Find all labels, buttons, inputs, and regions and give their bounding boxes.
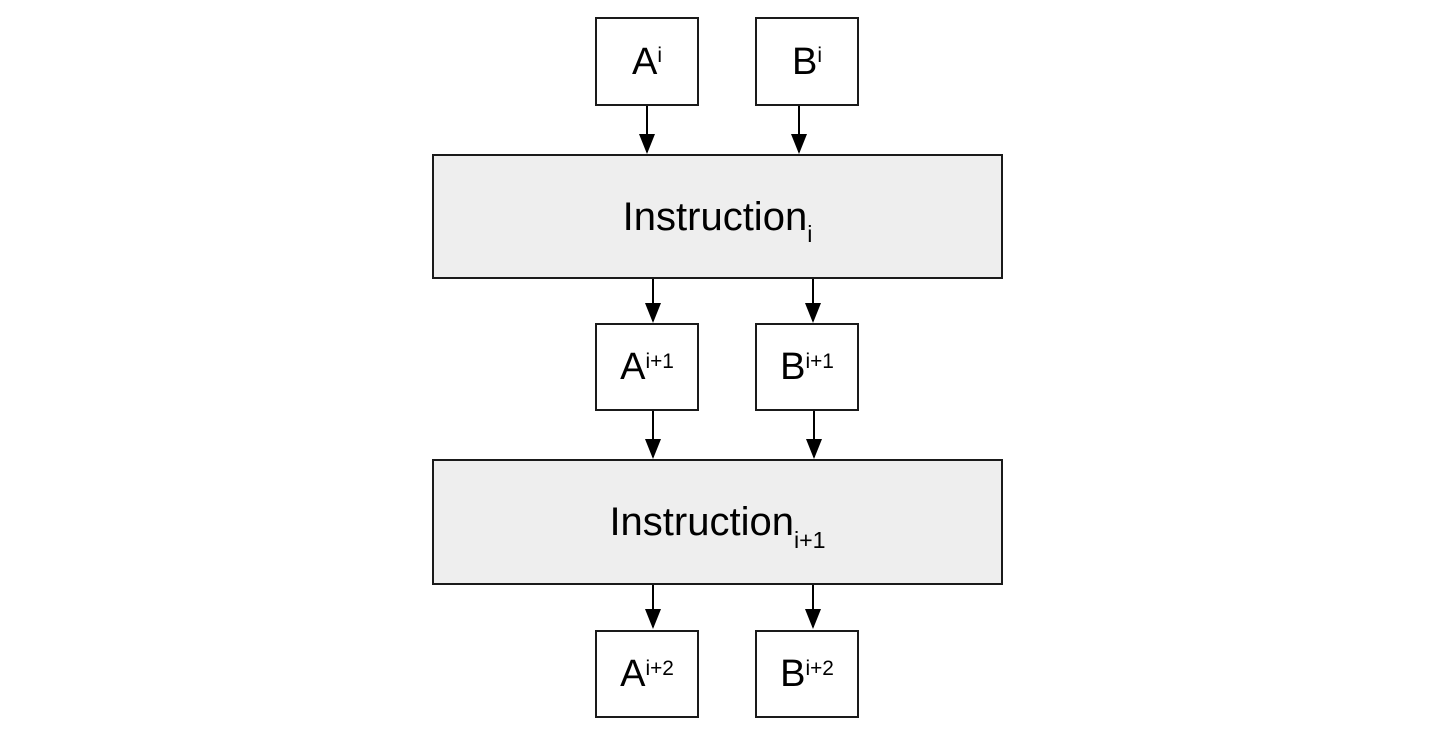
register-label-a-i2: Ai+2 — [620, 655, 674, 693]
register-label-a-i1: Ai+1 — [620, 348, 674, 386]
register-superscript: i+2 — [645, 656, 674, 680]
instruction-subscript: i — [807, 221, 813, 248]
instruction-label-i1: Instructioni+1 — [609, 500, 825, 551]
instruction-box-i: Instructioni — [432, 154, 1003, 279]
register-base: A — [620, 653, 646, 695]
instruction-base: Instruction — [622, 194, 808, 239]
instruction-box-i1: Instructioni+1 — [432, 459, 1003, 585]
register-base: A — [631, 40, 658, 83]
register-superscript: i — [657, 44, 662, 68]
register-superscript: i+1 — [805, 349, 834, 373]
register-label-a-i: Ai — [632, 43, 662, 81]
register-box-b-i1: Bi+1 — [755, 323, 859, 411]
register-box-a-i: Ai — [595, 17, 699, 106]
instruction-subscript: i+1 — [793, 526, 826, 553]
register-box-b-i: Bi — [755, 17, 859, 106]
instruction-label-i: Instructioni — [622, 194, 813, 246]
register-superscript: i — [817, 44, 822, 68]
register-base: B — [780, 653, 806, 695]
register-superscript: i+2 — [805, 656, 834, 680]
register-box-a-i2: Ai+2 — [595, 630, 699, 718]
register-base: B — [780, 346, 806, 388]
register-label-b-i: Bi — [792, 43, 822, 81]
register-label-b-i2: Bi+2 — [780, 655, 834, 693]
instruction-base: Instruction — [609, 500, 794, 544]
register-box-a-i1: Ai+1 — [595, 323, 699, 411]
register-superscript: i+1 — [645, 349, 674, 373]
register-base: A — [620, 346, 646, 388]
register-base: B — [791, 40, 818, 83]
register-label-b-i1: Bi+1 — [780, 348, 834, 386]
register-box-b-i2: Bi+2 — [755, 630, 859, 718]
